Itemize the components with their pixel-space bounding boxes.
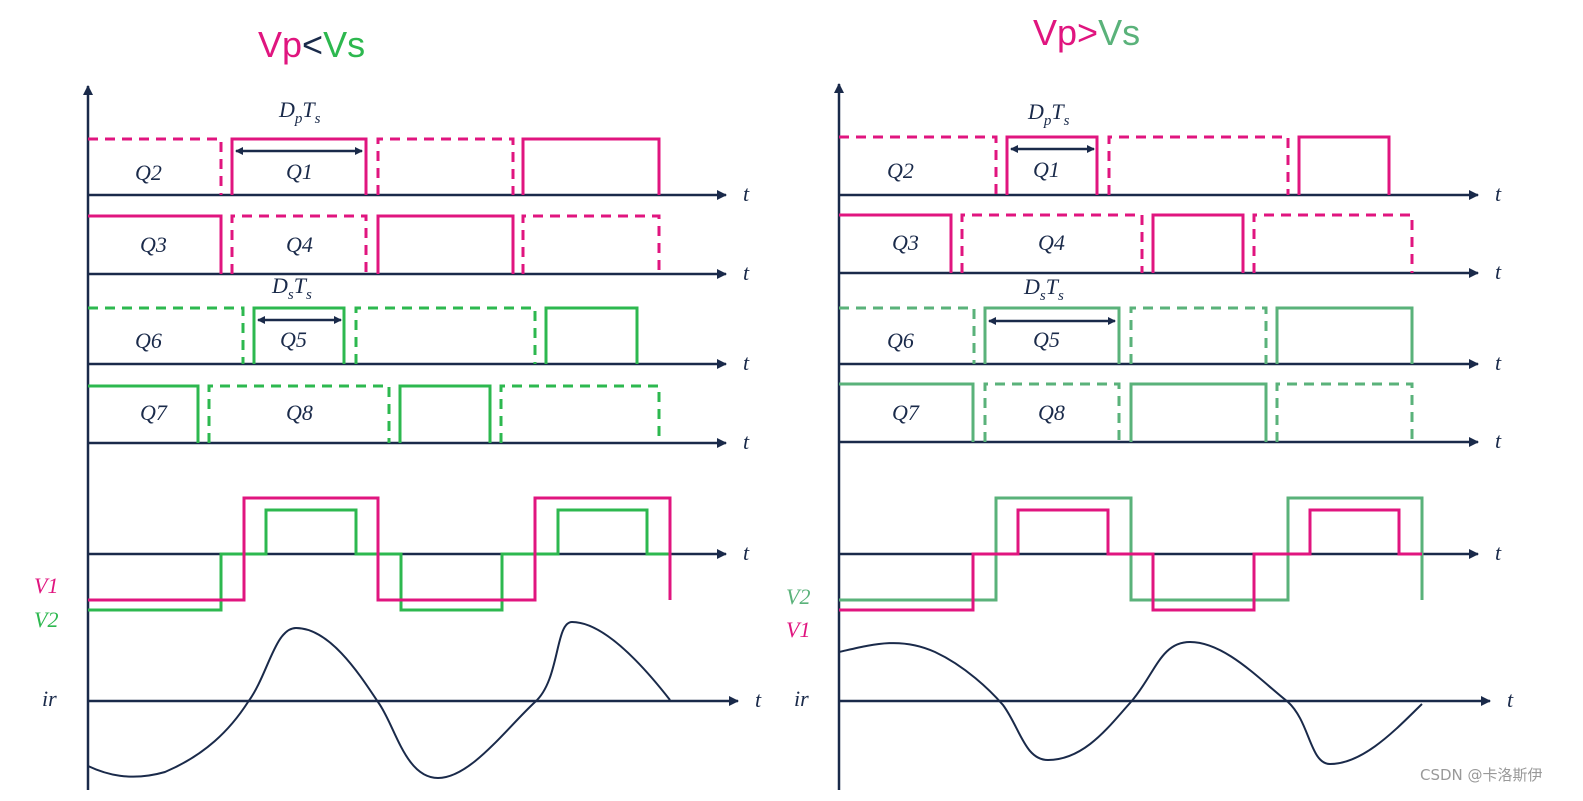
right-t-label: t (1495, 181, 1502, 206)
left-q1-waveform (521, 137, 661, 195)
left-q5-waveform (252, 306, 346, 364)
right-q4-waveform (1252, 213, 1414, 273)
right-q5-label: Q5 (1033, 327, 1060, 352)
left-q8-label: Q8 (286, 400, 313, 425)
right-ir-waveform (838, 640, 1423, 766)
right-q3-waveform (1151, 213, 1245, 273)
left-t-label: t (743, 540, 750, 565)
right-q1-waveform (1005, 135, 1099, 195)
right-q8-label: Q8 (1038, 400, 1065, 425)
right-t-label: t (1495, 428, 1502, 453)
left-ds-ts-label: DsTs (271, 273, 312, 303)
right-v2-label: V2 (786, 584, 810, 609)
right-q3-label: Q3 (892, 230, 919, 255)
left-q6-waveform (354, 306, 537, 364)
right-ir-label: ir (794, 686, 809, 711)
right-q5-waveform (983, 306, 1121, 364)
left-q1-label: Q1 (286, 159, 313, 184)
left-q5-label: Q5 (280, 327, 307, 352)
left-ir-waveform (87, 620, 671, 780)
right-q2-waveform (839, 135, 998, 195)
left-q3-waveform (376, 214, 515, 274)
right-q7-waveform (839, 382, 975, 442)
right-v1-waveform (839, 508, 1422, 612)
right-dp-ts-label: DpTs (1027, 99, 1070, 129)
left-q4-waveform (230, 214, 368, 274)
left-q4-waveform (521, 214, 661, 274)
right-q1-label: Q1 (1033, 157, 1060, 182)
left-q2-label: Q2 (135, 160, 162, 185)
right-ds-ts-label: DsTs (1023, 274, 1064, 304)
left-t-label: t (743, 350, 750, 375)
left-dp-ts-label: DpTs (278, 97, 321, 127)
right-q6-waveform (839, 306, 976, 364)
right-q4-label: Q4 (1038, 230, 1065, 255)
right-t-label: t (1507, 687, 1514, 712)
right-panel: Vp>Vs t t t t t t DpTs Q2 Q1 Q3 Q4 (786, 12, 1514, 790)
right-t-label: t (1495, 540, 1502, 565)
left-q4-label: Q4 (286, 232, 313, 257)
right-t-label: t (1495, 350, 1502, 375)
left-q2-waveform (376, 137, 515, 195)
left-q6-label: Q6 (135, 328, 162, 353)
right-q6-label: Q6 (887, 328, 914, 353)
left-q8-waveform (499, 384, 661, 443)
left-q7-waveform (398, 384, 492, 443)
left-t-label: t (743, 181, 750, 206)
right-title: Vp>Vs (1033, 12, 1140, 53)
left-q3-waveform (88, 214, 223, 274)
right-v2-waveform (839, 496, 1424, 602)
right-q6-waveform (1129, 306, 1268, 364)
watermark: CSDN @卡洛斯伊 (1420, 766, 1543, 784)
left-title: Vp<Vs (258, 24, 365, 65)
right-t-label: t (1495, 259, 1502, 284)
right-q7-waveform (1129, 382, 1268, 442)
left-q1-waveform (230, 137, 368, 195)
left-v1-label: V1 (34, 573, 58, 598)
left-t-label: t (743, 260, 750, 285)
right-q5-waveform (1275, 306, 1414, 364)
left-q6-waveform (88, 306, 245, 364)
right-q7-label: Q7 (892, 400, 920, 425)
left-q5-waveform (544, 306, 639, 364)
right-q1-waveform (1297, 135, 1391, 195)
right-q2-waveform (1107, 135, 1290, 195)
left-ir-label: ir (42, 686, 57, 711)
left-v1-waveform (88, 496, 672, 602)
left-v2-label: V2 (34, 607, 58, 632)
right-q2-label: Q2 (887, 158, 914, 183)
left-q7-waveform (88, 384, 200, 443)
left-q2-waveform (88, 137, 223, 195)
left-t-label: t (743, 429, 750, 454)
left-q7-label: Q7 (140, 400, 168, 425)
right-q8-waveform (983, 382, 1121, 442)
left-t-label: t (755, 687, 762, 712)
right-q8-waveform (1275, 382, 1414, 442)
right-v1-label: V1 (786, 617, 810, 642)
right-q3-waveform (839, 213, 953, 273)
left-q3-label: Q3 (140, 232, 167, 257)
left-panel: Vp<Vs t t t t t t DpTs Q2 Q1 Q3 Q4 (34, 24, 762, 790)
